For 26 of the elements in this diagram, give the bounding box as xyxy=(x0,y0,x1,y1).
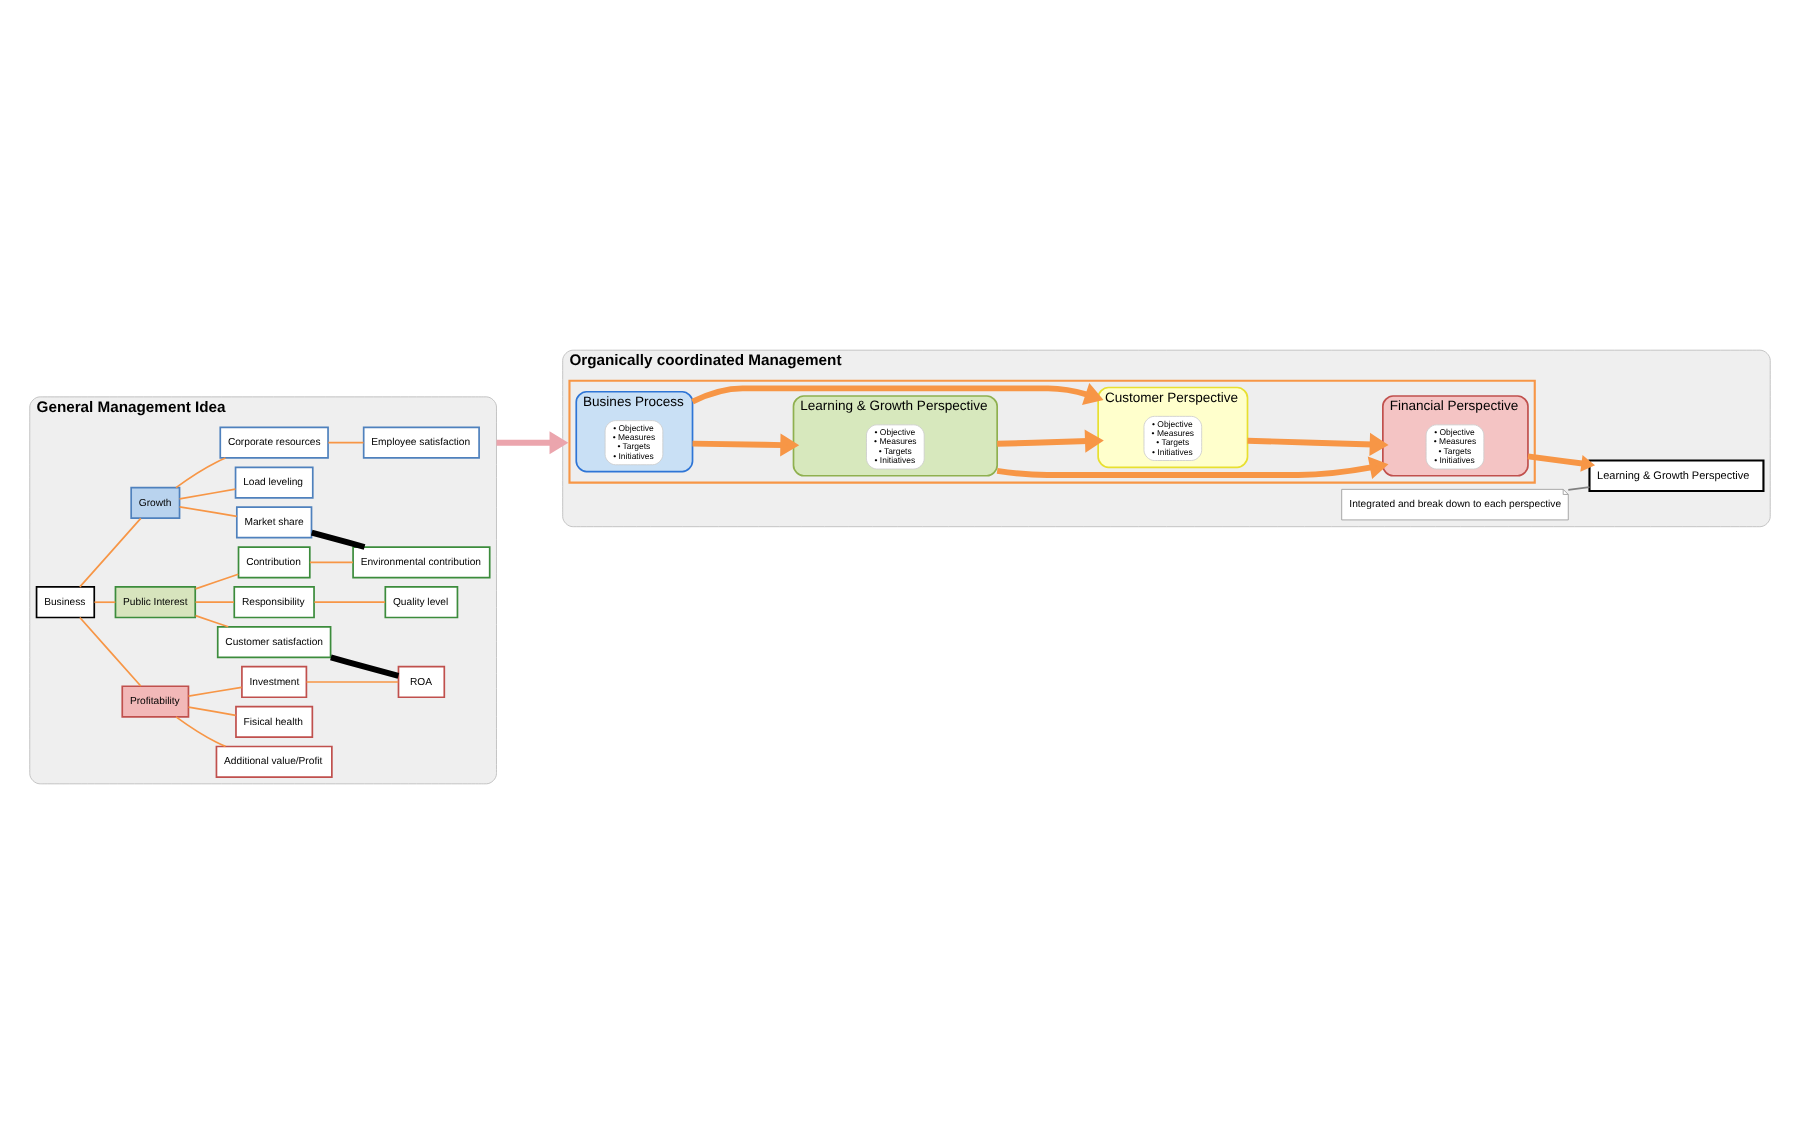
connector xyxy=(305,680,400,682)
connector xyxy=(175,715,227,747)
connector xyxy=(194,613,230,627)
arrow xyxy=(1247,431,1389,455)
connector xyxy=(327,440,365,443)
arrow xyxy=(692,432,800,456)
connector xyxy=(79,615,142,686)
connector xyxy=(194,572,240,589)
arrow xyxy=(997,428,1104,452)
connector xyxy=(187,705,237,716)
connector xyxy=(79,516,142,587)
arrow xyxy=(996,455,1389,479)
connector xyxy=(313,600,386,603)
connector xyxy=(178,504,238,517)
arrow xyxy=(496,430,569,454)
connector xyxy=(175,456,227,488)
arrow xyxy=(1527,452,1596,471)
connector xyxy=(330,653,400,678)
arrow xyxy=(691,382,1104,404)
connector xyxy=(310,528,366,549)
connector xyxy=(187,685,243,696)
connector xyxy=(93,600,117,603)
connector xyxy=(309,560,354,563)
connector xyxy=(178,487,237,499)
connector xyxy=(1567,485,1591,490)
connector xyxy=(194,600,235,603)
